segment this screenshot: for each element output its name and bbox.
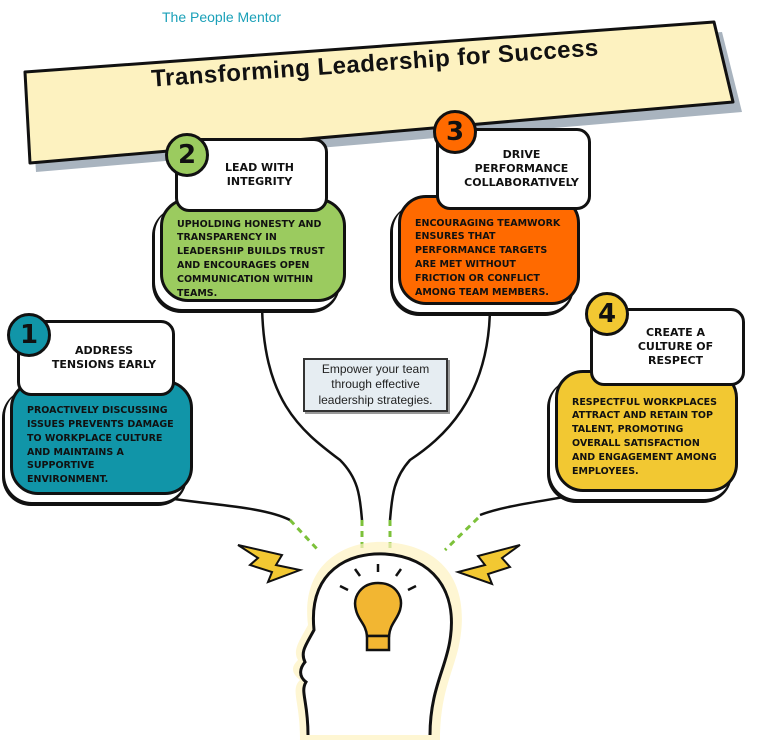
lightbulb-icon: [339, 564, 417, 652]
step-2-description: Upholding honesty and transparency in le…: [160, 198, 346, 302]
step-3-description: Encouraging teamwork ensures that perfor…: [398, 195, 580, 305]
title-banner: [23, 20, 735, 165]
center-message: Empower your team through effective lead…: [303, 358, 448, 412]
step-4-description: Respectful workplaces attract and retain…: [555, 370, 738, 492]
step-4-number: 4: [585, 292, 629, 336]
brand-name: The People Mentor: [162, 9, 282, 25]
lightning-bolt-icon: [237, 544, 521, 586]
step-1-description: Proactively discussing issues prevents d…: [10, 380, 193, 495]
step-2-number: 2: [165, 133, 209, 177]
step-1-number: 1: [7, 313, 51, 357]
step-3-number: 3: [433, 110, 477, 154]
